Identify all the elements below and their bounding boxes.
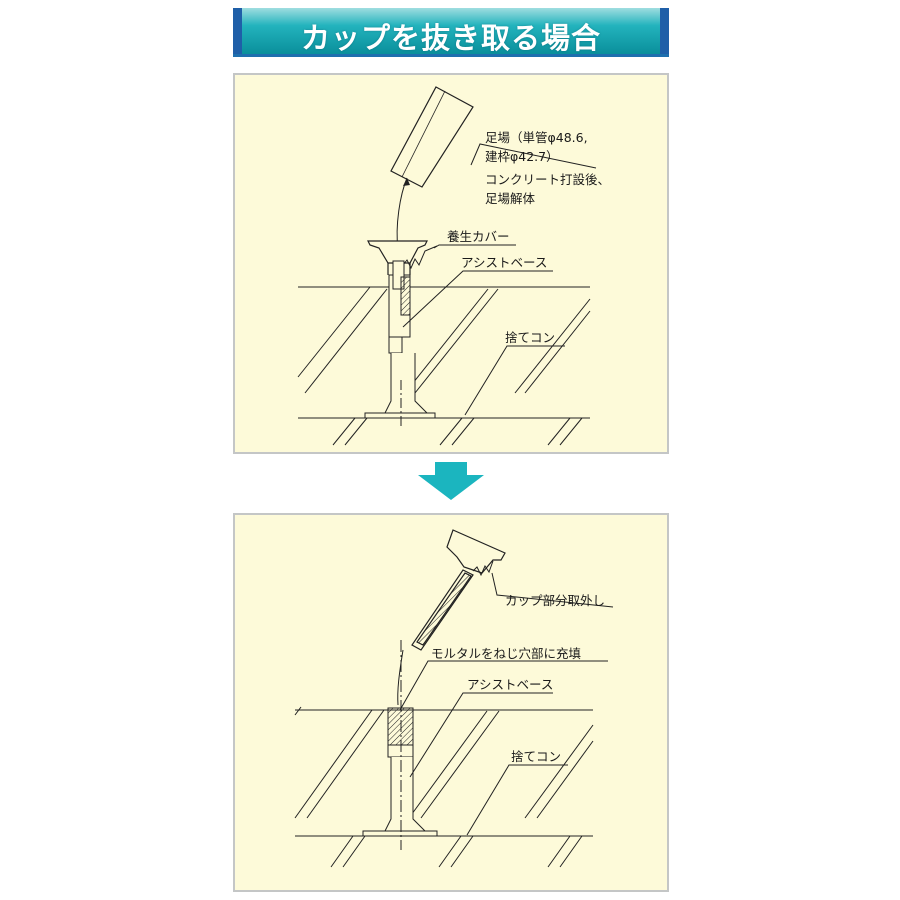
leader-lines xyxy=(402,143,597,416)
cover-pointer xyxy=(402,245,438,270)
hatch-line xyxy=(297,286,371,378)
scaffold-leader xyxy=(470,143,597,169)
title-banner: カップを抜き取る場合 xyxy=(233,8,669,57)
hatch-line xyxy=(404,288,489,394)
support-stem xyxy=(384,757,427,832)
assist-base-label: アシストベース xyxy=(467,677,553,692)
scaffold-pipe-body xyxy=(390,86,474,188)
bolt-head xyxy=(392,260,405,290)
hatch-line xyxy=(559,417,583,446)
hatch-line xyxy=(420,710,500,819)
diagram-after-panel: カップ部分取外し モルタルをねじ穴部に充填 アシストベース 捨てコン xyxy=(233,513,669,892)
hatch-line xyxy=(304,288,388,394)
hatch-line xyxy=(547,835,571,868)
sutekon-label: 捨てコン xyxy=(511,749,561,764)
assist-base-leader xyxy=(409,692,553,778)
bolt-body xyxy=(388,336,403,354)
sutekon-leader xyxy=(466,764,568,836)
hatch-line xyxy=(306,709,385,819)
removed-bolt-thread xyxy=(416,572,472,646)
cover-leader xyxy=(433,244,516,249)
sutekon-label: 捨てコン xyxy=(505,330,555,345)
support-stem xyxy=(384,353,429,414)
diagram-after: カップ部分取外し モルタルをねじ穴部に充填 アシストベース 捨てコン xyxy=(294,529,614,868)
title-banner-left-edge xyxy=(233,8,242,54)
threaded-section xyxy=(400,276,411,316)
removal-path xyxy=(397,649,404,706)
cup-leader xyxy=(491,572,614,608)
scaffold-pipe xyxy=(390,86,474,188)
hatch-line xyxy=(524,724,594,819)
hatch-line xyxy=(330,835,354,868)
removed-cup-body xyxy=(446,529,506,574)
hatch-line xyxy=(344,417,368,446)
scaffold-label-line1: 足場（単管φ48.6, xyxy=(485,130,588,145)
page-title: カップを抜き取る場合 xyxy=(300,21,601,55)
cup-removal-label: カップ部分取外し xyxy=(505,593,605,608)
base-plate xyxy=(364,412,436,419)
base-plate xyxy=(362,830,438,837)
scaffold-pipe-inner-line xyxy=(401,90,446,178)
hatch-line xyxy=(547,417,571,446)
mortar-label: モルタルをねじ穴部に充填 xyxy=(431,646,581,661)
mortar-leader xyxy=(399,660,608,711)
assist-base-bolt xyxy=(364,260,436,429)
scaffold-label-line4: 足場解体 xyxy=(485,191,536,206)
cover-label: 養生カバー xyxy=(447,229,510,244)
scaffold-label-line2: 建枠φ42.7） xyxy=(485,149,559,164)
hatch-line xyxy=(559,835,583,868)
scaffold-label-line3: コンクリート打設後、 xyxy=(485,172,610,187)
cup-pointer xyxy=(472,560,494,577)
assist-base-label: アシストベース xyxy=(461,255,547,270)
cover-cup-body xyxy=(367,240,428,264)
diagram-before-panel: 足場（単管φ48.6, 建枠φ42.7） コンクリート打設後、 足場解体 養生カ… xyxy=(233,73,669,454)
diagram-before: 足場（単管φ48.6, 建枠φ42.7） コンクリート打設後、 足場解体 養生カ… xyxy=(297,86,610,446)
hatch-line xyxy=(294,706,302,716)
hatch-line xyxy=(294,709,373,819)
hatch-line xyxy=(524,310,591,394)
hatch-line xyxy=(332,417,356,446)
pipe-arrowhead xyxy=(403,178,410,186)
assist-base-leader xyxy=(402,270,553,328)
pipe-insertion-curve xyxy=(396,177,408,251)
arrow-down-icon xyxy=(418,462,484,500)
removed-cup xyxy=(411,529,506,651)
hatch-line xyxy=(438,835,462,868)
leader-lines xyxy=(399,572,614,836)
hatch-line xyxy=(450,835,474,868)
hatch-line xyxy=(342,835,366,868)
ground-layers xyxy=(297,286,591,446)
sutekon-leader xyxy=(464,345,565,416)
title-banner-right-edge xyxy=(660,8,669,54)
hatch-line xyxy=(408,710,488,819)
assist-base-bolt xyxy=(362,640,438,850)
ground-layers xyxy=(294,706,594,868)
hatch-line xyxy=(439,417,463,446)
hatch-line xyxy=(414,288,499,394)
hatch-line xyxy=(536,740,594,819)
hatch-line xyxy=(451,417,475,446)
